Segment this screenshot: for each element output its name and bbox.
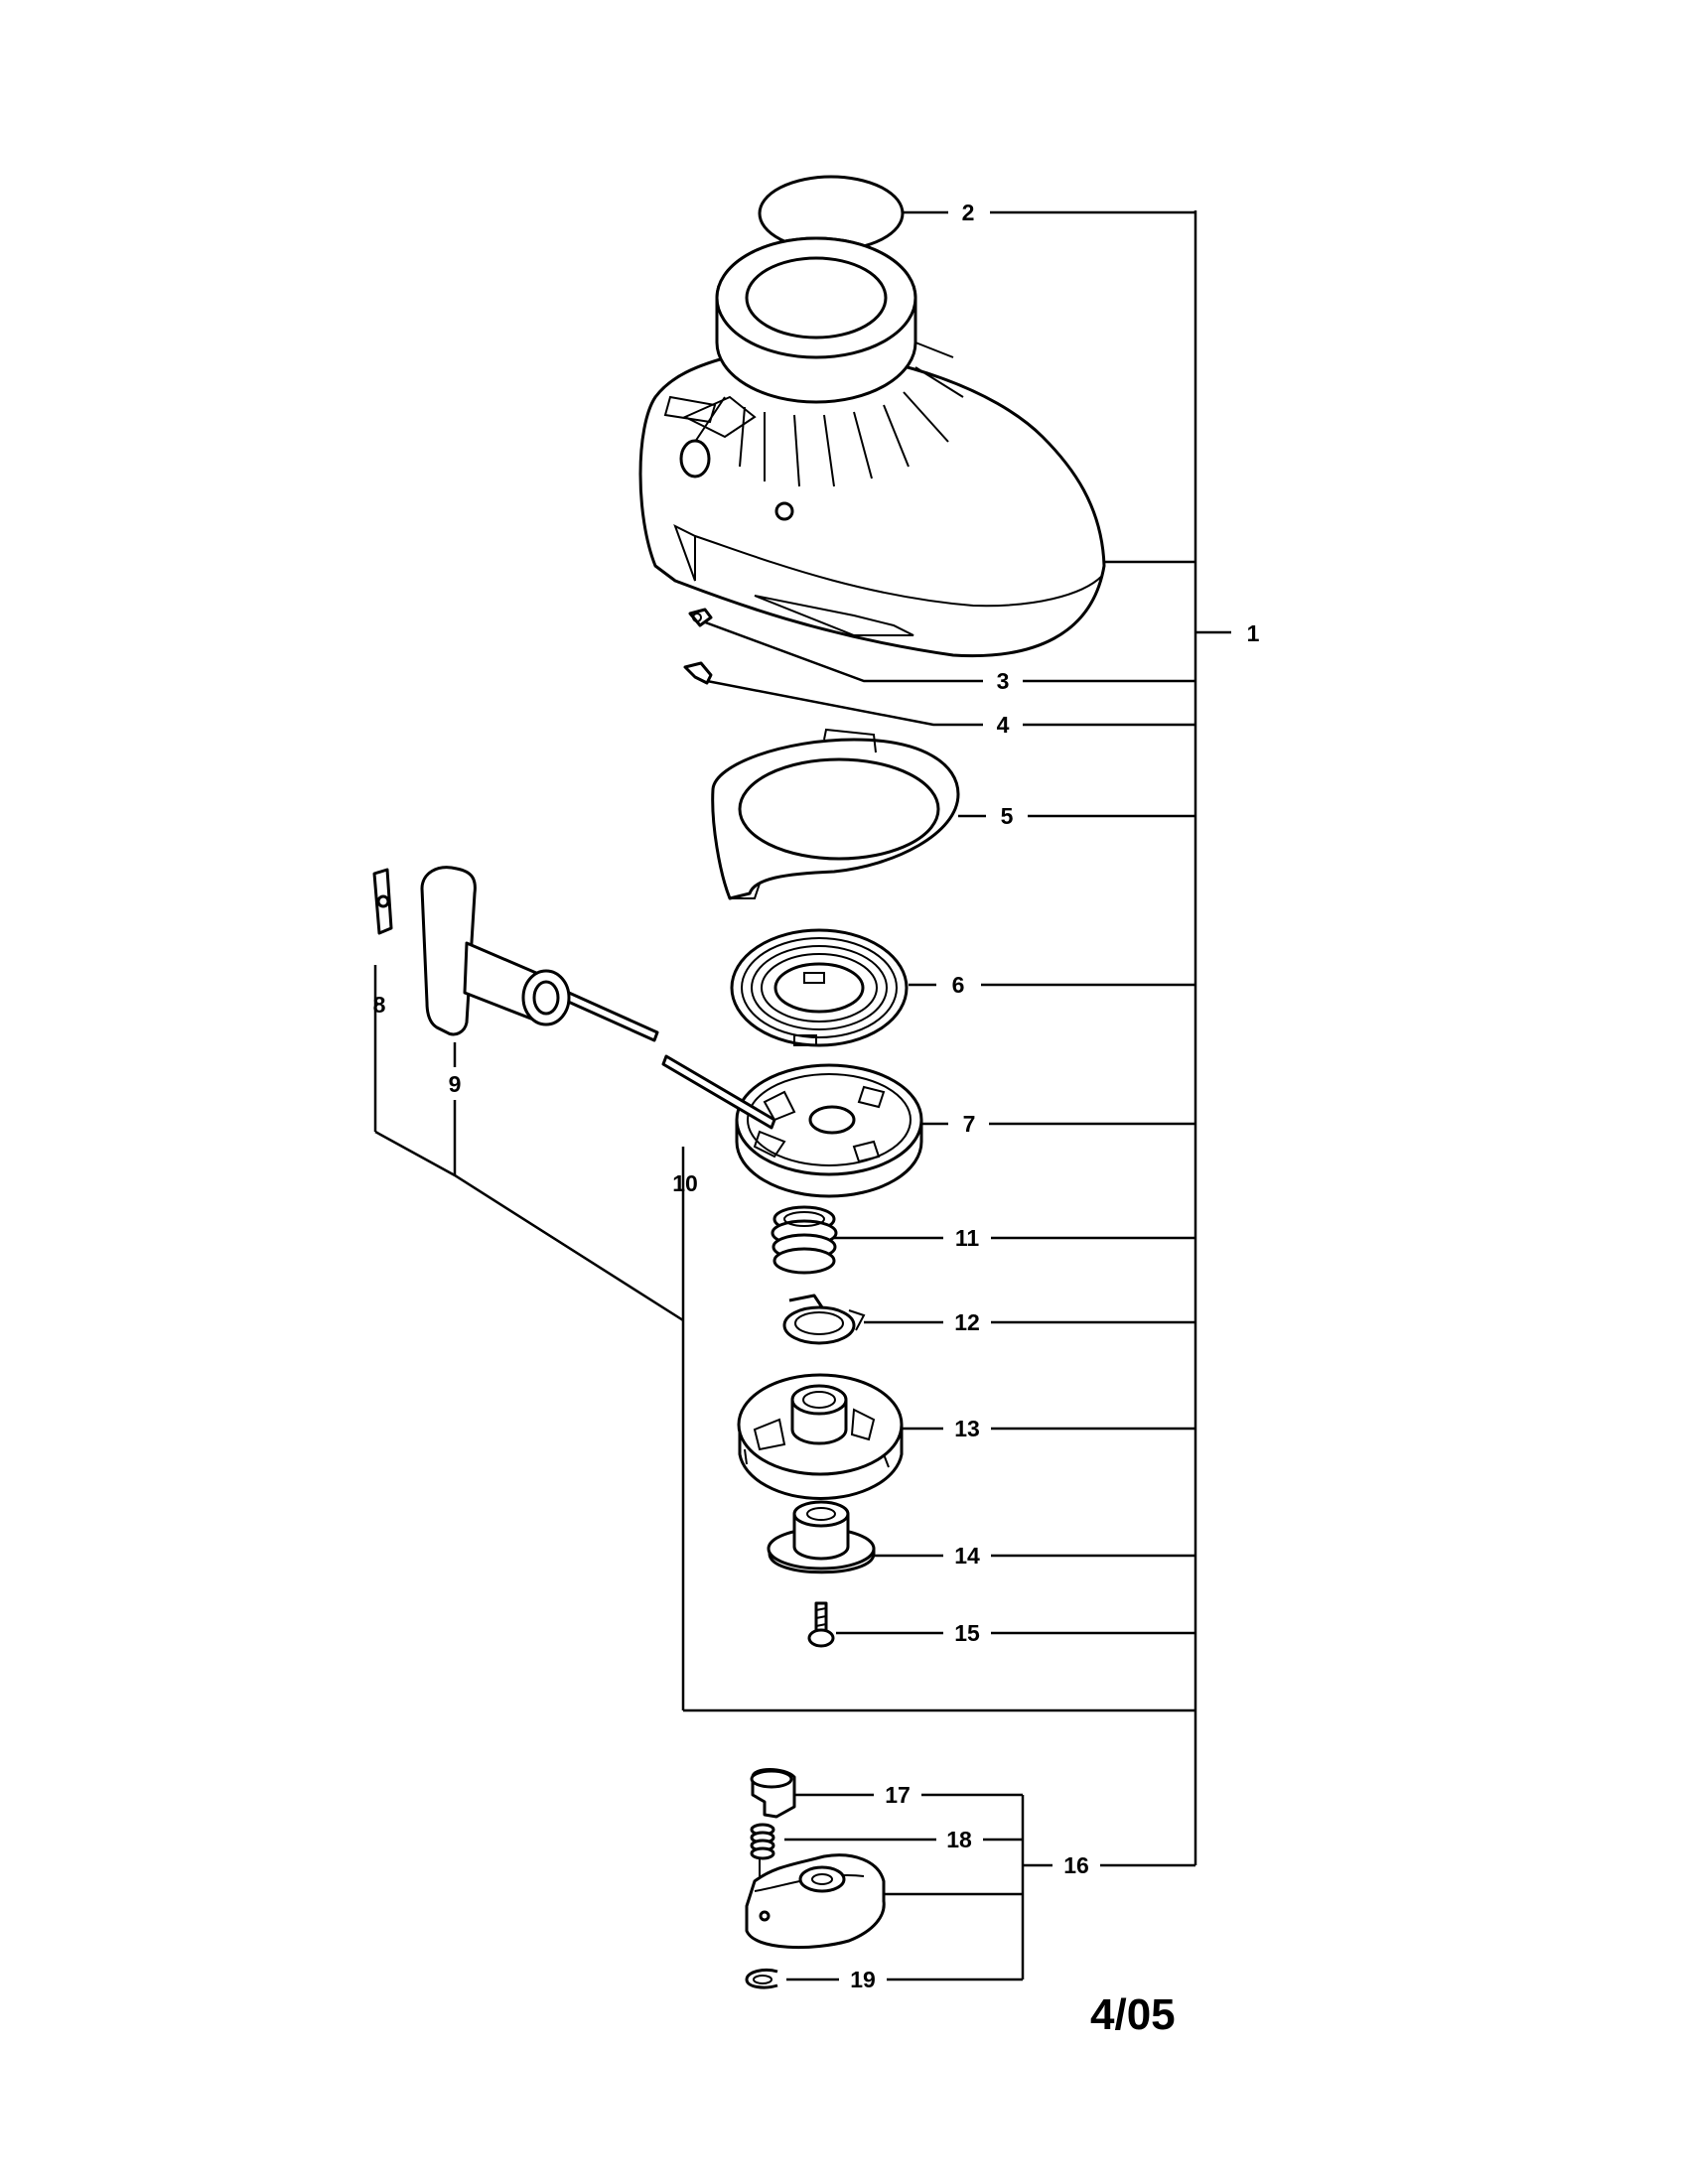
clip-part: [683, 661, 713, 685]
starter-housing: [638, 236, 1106, 658]
callout-5: 5: [1001, 803, 1014, 829]
callout-13: 13: [954, 1416, 980, 1441]
screw: [807, 1601, 835, 1648]
starter-handle: [420, 866, 571, 1036]
callout-16: 16: [1063, 1852, 1089, 1878]
callout-19: 19: [850, 1967, 876, 1992]
ratchet-cup: [737, 1373, 904, 1500]
callout-labels: 1 2 3 4 5 6 7 8 9 10 11 12 13 14 15 16 1…: [373, 200, 1260, 1992]
callout-15: 15: [954, 1620, 980, 1646]
callout-18: 18: [946, 1827, 972, 1852]
pawl-ring: [782, 1294, 866, 1345]
date-code: 4/05: [1090, 1990, 1176, 2039]
callout-7: 7: [963, 1111, 976, 1137]
case: [745, 1853, 886, 1949]
callout-11: 11: [955, 1225, 980, 1251]
callout-17: 17: [885, 1782, 911, 1808]
guide-ring: [711, 728, 960, 900]
callout-9: 9: [449, 1071, 462, 1097]
callout-3: 3: [997, 668, 1010, 694]
callout-8: 8: [373, 992, 386, 1018]
knob: [750, 1768, 796, 1819]
callout-6: 6: [952, 972, 965, 998]
callout-4: 4: [997, 712, 1010, 738]
callout-12: 12: [954, 1309, 980, 1335]
recoil-spring: [730, 928, 909, 1047]
callout-14: 14: [954, 1543, 980, 1569]
snap-ring: [745, 1968, 778, 1989]
callout-2: 2: [962, 200, 975, 225]
callout-10: 10: [672, 1170, 698, 1196]
rope-plate: [372, 868, 393, 935]
compression-spring: [771, 1205, 838, 1275]
rope-pulley: [735, 1063, 923, 1198]
leader-lines: [373, 210, 1231, 1981]
starter-rope: [564, 991, 776, 1130]
callout-1: 1: [1247, 620, 1260, 646]
pawl-part: [688, 608, 713, 627]
drive-hub: [767, 1500, 876, 1574]
